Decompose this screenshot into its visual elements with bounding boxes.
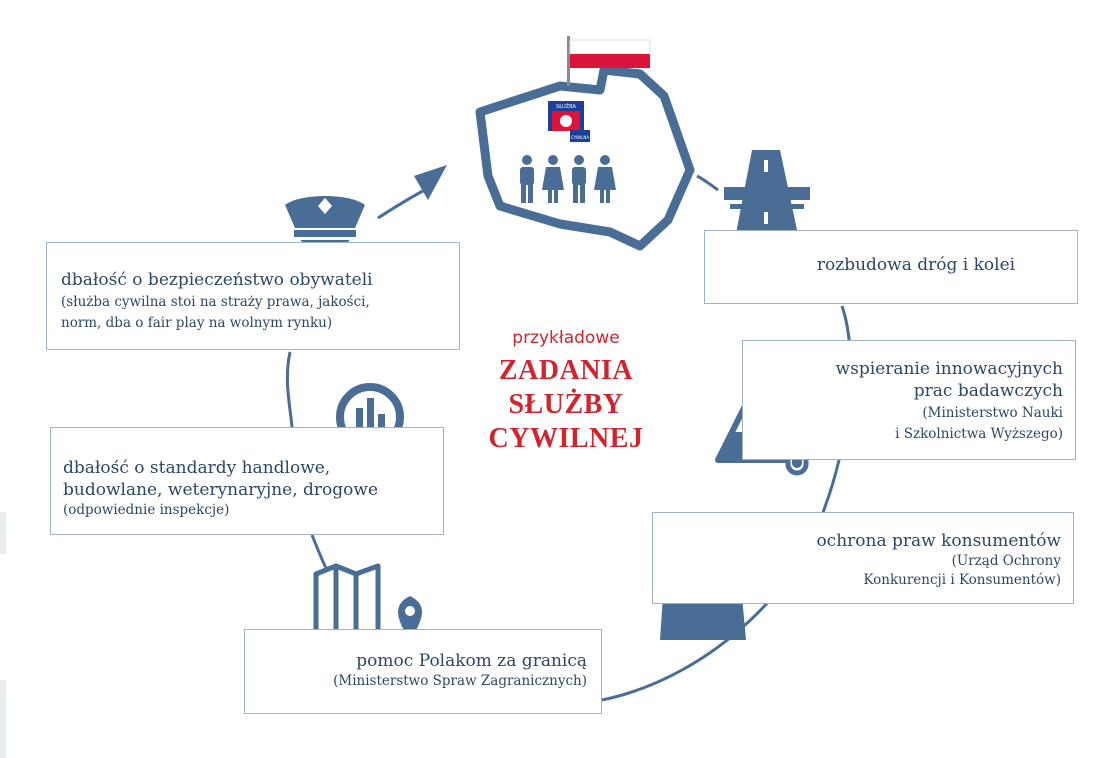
- task-box-consumer: ochrona praw konsumentów (Urząd Ochrony …: [652, 512, 1074, 604]
- task-detail-line: i Szkolnictwa Wyższego): [895, 426, 1063, 442]
- task-title-line: dbałość o standardy handlowe,: [63, 458, 331, 478]
- task-title-line: wspieranie innowacyjnych: [835, 359, 1063, 379]
- cycle-arc-top-right: [696, 174, 719, 192]
- task-title: ochrona praw konsumentów: [816, 531, 1061, 551]
- task-box-abroad: pomoc Polakom za granicą (Ministerstwo S…: [244, 629, 602, 714]
- task-detail-line: Konkurencji i Konsumentów): [863, 572, 1061, 588]
- left-edge-strip: [0, 680, 6, 758]
- person-figure: [572, 155, 586, 203]
- center-title-line: CYWILNEJ: [488, 423, 644, 454]
- task-box-safety: dbałość o bezpieczeństwo obywateli (służ…: [46, 242, 460, 350]
- center-title-line: ZADANIA: [498, 355, 634, 386]
- cycle-arc-left: [285, 351, 294, 428]
- civil-service-emblem-icon: SŁUŻBA CYWILNA: [548, 101, 590, 142]
- person-figure: [542, 155, 564, 203]
- cycle-arc-left-lower: [310, 534, 328, 569]
- task-title-line: prac badawczych: [913, 381, 1063, 401]
- arrow-to-map: [377, 165, 447, 220]
- task-detail: (Ministerstwo Spraw Zagranicznych): [333, 673, 587, 689]
- task-detail-line: (Urząd Ochrony: [951, 553, 1061, 569]
- task-detail-line: (Ministerstwo Nauki: [922, 405, 1063, 421]
- task-title: dbałość o bezpieczeństwo obywateli: [61, 270, 373, 290]
- task-title: pomoc Polakom za granicą: [356, 651, 587, 671]
- task-detail-line: (służba cywilna stoi na straży prawa, ja…: [61, 294, 370, 310]
- task-box-roads: rozbudowa dróg i kolei: [704, 230, 1078, 304]
- people-icon: [520, 155, 616, 203]
- polish-flag-icon: [567, 36, 651, 86]
- emblem-bottom-text: CYWILNA: [571, 135, 590, 140]
- task-title: rozbudowa dróg i kolei: [816, 255, 1016, 275]
- center-title-line: SŁUŻBY: [508, 389, 624, 420]
- task-title-line: budowlane, weterynaryjne, drogowe: [63, 480, 378, 500]
- task-detail: (odpowiednie inspekcje): [63, 502, 230, 518]
- task-detail-line: norm, dba o fair play na wolnym rynku): [61, 315, 333, 331]
- emblem-top-text: SŁUŻBA: [556, 103, 576, 110]
- center-kicker: przykładowe: [512, 328, 620, 348]
- poland-map-icon: [475, 65, 695, 251]
- center-heading: przykładowe ZADANIA SŁUŻBY CYWILNEJ: [456, 328, 676, 456]
- task-box-innovation: wspieranie innowacyjnych prac badawczych…: [742, 340, 1076, 460]
- person-figure: [520, 155, 534, 203]
- left-edge-strip: [0, 512, 6, 554]
- person-figure: [594, 155, 616, 203]
- road-bridge-icon: [724, 150, 810, 244]
- task-box-standards: dbałość o standardy handlowe, budowlane,…: [50, 427, 444, 535]
